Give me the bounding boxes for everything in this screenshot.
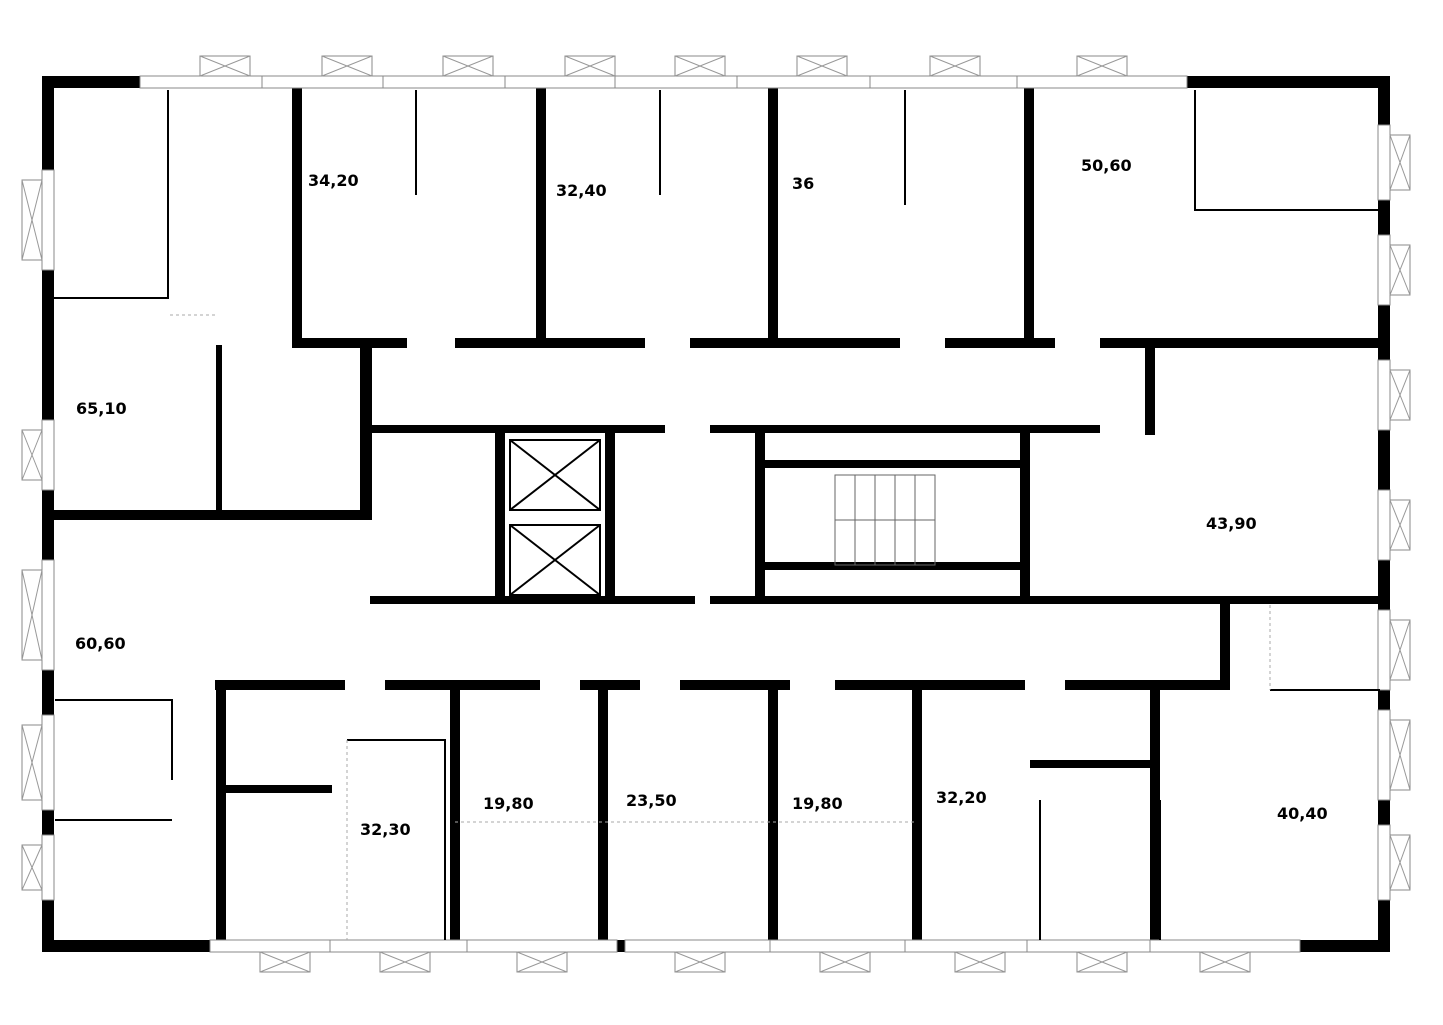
window — [1016, 75, 1188, 89]
wall-segment — [755, 425, 765, 600]
area-label: 60,60 — [75, 634, 126, 653]
elevator-2 — [509, 524, 601, 596]
wall-segment — [835, 680, 1025, 690]
wall-segment — [370, 596, 495, 604]
core — [509, 439, 936, 596]
wall-segment — [710, 596, 1030, 604]
wall-segment — [945, 338, 1055, 348]
wall-segment — [1100, 338, 1390, 348]
window — [41, 714, 55, 811]
wall-segment — [690, 338, 900, 348]
window — [41, 419, 55, 491]
area-labels: 34,20 32,40 36 50,60 65,10 43,90 60,60 3… — [75, 156, 1328, 839]
walls — [42, 76, 1390, 952]
area-label: 65,10 — [76, 399, 127, 418]
wall-segment — [1030, 760, 1160, 768]
wall-segment — [455, 338, 645, 348]
window — [41, 834, 55, 901]
wall-segment — [912, 680, 922, 950]
wall-segment — [216, 680, 226, 950]
wall-segment — [215, 680, 345, 690]
window — [769, 939, 921, 953]
window — [1377, 609, 1391, 691]
elevator-1 — [509, 439, 601, 511]
wall-segment — [292, 338, 407, 348]
wall-segment — [580, 680, 640, 690]
staircase — [834, 474, 936, 566]
wall-segment — [536, 76, 546, 346]
wall-segment — [385, 680, 540, 690]
window — [869, 75, 1041, 89]
area-label: 32,40 — [556, 181, 607, 200]
window — [41, 559, 55, 671]
wall-segment — [1020, 425, 1030, 600]
area-label: 19,80 — [483, 794, 534, 813]
area-label: 50,60 — [1081, 156, 1132, 175]
wall-segment — [1220, 600, 1230, 690]
window — [624, 939, 776, 953]
area-label: 34,20 — [308, 171, 359, 190]
window — [466, 939, 618, 953]
window — [1377, 359, 1391, 431]
wall-segment — [768, 76, 778, 346]
area-label: 23,50 — [626, 791, 677, 810]
wall-segment — [216, 345, 222, 515]
area-label: 40,40 — [1277, 804, 1328, 823]
wall-segment — [1145, 345, 1155, 435]
thin-partitions — [52, 90, 1380, 940]
wall-segment — [710, 425, 1030, 433]
window — [41, 169, 55, 271]
wall-segment — [1024, 76, 1034, 346]
window — [1377, 124, 1391, 201]
wall-segment — [1150, 680, 1160, 950]
area-label: 32,20 — [936, 788, 987, 807]
window — [1377, 709, 1391, 801]
wall-segment — [605, 425, 615, 600]
area-label: 32,30 — [360, 820, 411, 839]
wall-segment — [760, 562, 1025, 570]
wall-segment — [768, 680, 778, 950]
wall-segment — [450, 680, 460, 950]
window — [1377, 824, 1391, 901]
wall-segment — [370, 425, 495, 433]
windows — [21, 55, 1411, 973]
window — [329, 939, 481, 953]
wall-segment — [760, 460, 1025, 468]
wall-segment — [495, 425, 665, 433]
wall-segment — [42, 510, 372, 520]
wall-segment — [292, 76, 302, 346]
area-label: 43,90 — [1206, 514, 1257, 533]
wall-segment — [598, 680, 608, 950]
window — [1149, 939, 1301, 953]
area-label: 36 — [792, 174, 814, 193]
wall-segment — [360, 345, 372, 515]
wall-segment — [495, 596, 695, 604]
wall-segment — [680, 680, 790, 690]
window — [1377, 234, 1391, 306]
wall-segment — [495, 425, 505, 600]
wall-segment — [1030, 596, 1390, 604]
wall-segment — [1065, 680, 1230, 690]
wall-segment — [222, 785, 332, 793]
area-label: 19,80 — [792, 794, 843, 813]
wall-segment — [1030, 425, 1100, 433]
window — [1377, 489, 1391, 561]
